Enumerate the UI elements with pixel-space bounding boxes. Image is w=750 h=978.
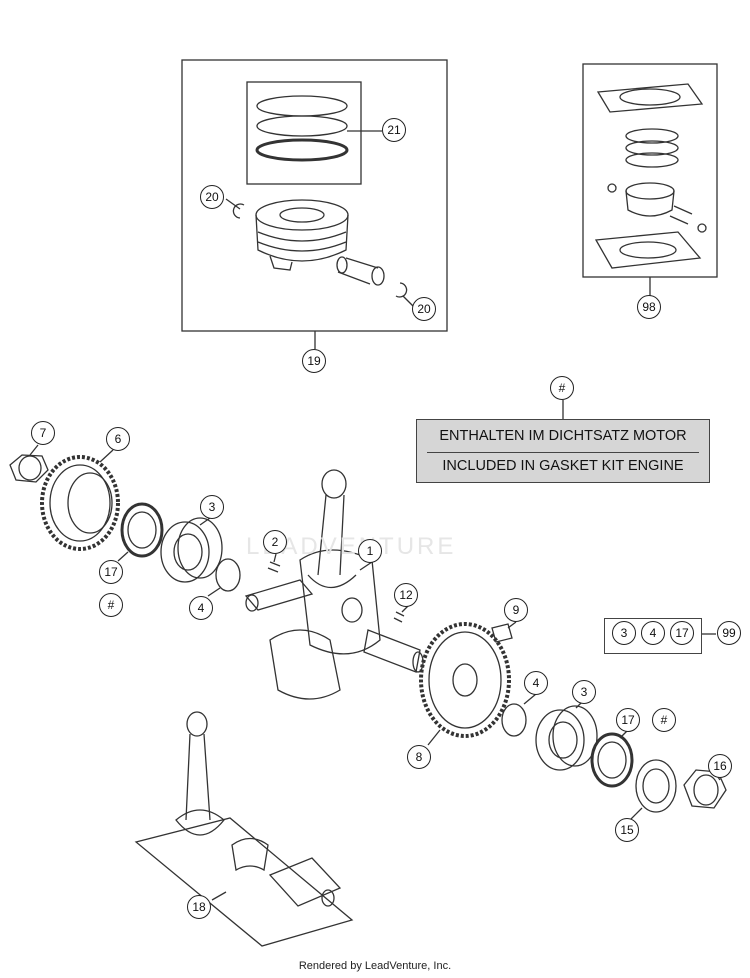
callout-15[interactable]: 15 — [615, 818, 639, 842]
piston-pin — [336, 256, 385, 286]
callout-1[interactable]: 1 — [358, 539, 382, 563]
base-gasket — [594, 231, 702, 269]
kit-ring-3 — [625, 152, 679, 168]
callout-7[interactable]: 7 — [31, 421, 55, 445]
kit-pin — [669, 205, 693, 225]
callout-99[interactable]: 99 — [717, 621, 741, 645]
cylinder-head-gasket — [596, 83, 704, 113]
kit-callout-4[interactable]: 4 — [641, 621, 665, 645]
crankshaft-1 — [244, 549, 424, 700]
callout-6[interactable]: 6 — [106, 427, 130, 451]
callout-2[interactable]: 2 — [263, 530, 287, 554]
shim-4-right — [501, 703, 527, 737]
callout-19[interactable]: 19 — [302, 349, 326, 373]
nut-7 — [9, 454, 49, 483]
circlip-left — [232, 203, 245, 219]
washer-15 — [635, 759, 677, 813]
callout-12[interactable]: 12 — [394, 583, 418, 607]
shaft-seal-17-right — [590, 732, 634, 788]
connecting-rod-on-crank — [307, 469, 357, 589]
shim-4-left — [215, 558, 241, 592]
callout-4-right[interactable]: 4 — [524, 671, 548, 695]
callout-hash-left[interactable]: # — [99, 593, 123, 617]
piston-ring-top — [256, 95, 348, 117]
callout-4-left[interactable]: 4 — [189, 596, 213, 620]
shaft-seal-17 — [120, 502, 164, 558]
kit-callout-17[interactable]: 17 — [670, 621, 694, 645]
bearing-shells — [231, 837, 269, 872]
woodruff-key-2 — [267, 561, 281, 573]
nut-16 — [683, 769, 727, 809]
note-english-text: INCLUDED IN GASKET KIT ENGINE — [442, 458, 684, 474]
circlip-right — [395, 282, 408, 298]
connecting-rod-18 — [175, 711, 225, 836]
callout-20-left[interactable]: 20 — [200, 185, 224, 209]
callout-9[interactable]: 9 — [504, 598, 528, 622]
callout-8[interactable]: 8 — [407, 745, 431, 769]
piston-ring-middle — [256, 115, 348, 137]
callout-16[interactable]: 16 — [708, 754, 732, 778]
callout-98[interactable]: 98 — [637, 295, 661, 319]
timing-gear-8 — [419, 622, 511, 738]
pin-9 — [491, 623, 513, 643]
piston — [255, 199, 349, 271]
kit-callout-3[interactable]: 3 — [612, 621, 636, 645]
callout-17-right[interactable]: 17 — [616, 708, 640, 732]
kit-ring-1 — [625, 128, 679, 144]
footer-credit: Rendered by LeadVenture, Inc. — [298, 960, 452, 972]
woodruff-key-12 — [393, 611, 405, 623]
conrod-kit-plane — [134, 817, 354, 947]
piston-ring-oil — [255, 138, 349, 162]
callout-hash-note[interactable]: # — [550, 376, 574, 400]
callout-20-right[interactable]: 20 — [412, 297, 436, 321]
gasket-kit-note: ENTHALTEN IM DICHTSATZ MOTOR INCLUDED IN… — [416, 419, 710, 483]
note-german-text: ENTHALTEN IM DICHTSATZ MOTOR — [439, 428, 687, 444]
piston-ring-frame — [246, 81, 362, 185]
bearing-3-left — [160, 517, 223, 583]
crank-pin — [268, 857, 342, 907]
callout-18[interactable]: 18 — [187, 895, 211, 919]
callout-hash-right[interactable]: # — [652, 708, 676, 732]
callout-3-left[interactable]: 3 — [200, 495, 224, 519]
note-divider — [427, 452, 699, 453]
kit-ring-2 — [625, 140, 679, 156]
primary-gear-6 — [40, 455, 120, 551]
callout-17-left[interactable]: 17 — [99, 560, 123, 584]
callout-21[interactable]: 21 — [382, 118, 406, 142]
callout-3-right[interactable]: 3 — [572, 680, 596, 704]
kit-piston — [625, 182, 675, 217]
bearing-3-right — [535, 705, 598, 771]
